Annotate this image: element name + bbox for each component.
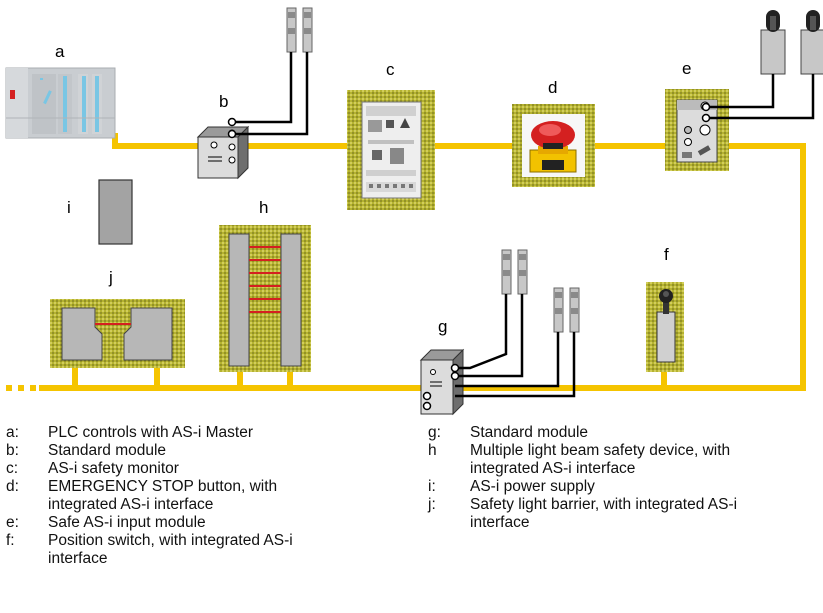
light-barrier-j (50, 299, 185, 368)
legend-left-column: a: PLC controls with AS-i Master b: Stan… (6, 424, 406, 568)
legend-key: h (428, 442, 437, 459)
label-d: d (548, 78, 557, 97)
legend-text: Standard module (470, 424, 589, 441)
sensors-b (227, 7, 313, 139)
legend-entry: c: AS-i safety monitor (6, 460, 406, 478)
safety-monitor-c (347, 90, 435, 210)
safe-input-module-e (665, 89, 729, 171)
legend-text: Safety light barrier, with integrated AS… (470, 496, 738, 531)
legend-text: Position switch, with integrated AS-i in… (48, 532, 293, 567)
legend-key: b: (6, 442, 19, 459)
legend-text: Standard module (48, 442, 167, 459)
emergency-stop-d (512, 104, 595, 187)
label-g: g (438, 317, 447, 336)
legend-key: j: (428, 496, 436, 513)
legend-key: c: (6, 460, 19, 477)
legend-entry: i: AS-i power supply (428, 478, 818, 496)
legend-right-column: g: Standard module h Multiple light beam… (428, 424, 818, 532)
legend-entry: g: Standard module (428, 424, 818, 442)
label-i: i (67, 198, 71, 217)
light-beam-device-h (219, 225, 311, 372)
power-supply-i (98, 179, 133, 245)
legend-entry: a: PLC controls with AS-i Master (6, 424, 406, 442)
position-switch-f (646, 282, 684, 372)
legend-entry: j: Safety light barrier, with integrated… (428, 496, 818, 532)
legend-key: e: (6, 514, 19, 531)
legend-entry: h Multiple light beam safety device, wit… (428, 442, 818, 478)
legend-text: AS-i safety monitor (48, 460, 179, 477)
legend-text: PLC controls with AS-i Master (48, 424, 254, 441)
label-h: h (259, 198, 268, 217)
legend-entry: b: Standard module (6, 442, 406, 460)
legend-entry: d: EMERGENCY STOP button, with integrate… (6, 478, 406, 514)
label-a: a (55, 42, 65, 61)
legend-key: d: (6, 478, 19, 495)
legend-text: Safe AS-i input module (48, 514, 206, 531)
label-c: c (386, 60, 395, 79)
label-f: f (664, 245, 669, 264)
legend-text: EMERGENCY STOP button, with integrated A… (48, 478, 278, 513)
label-j: j (108, 268, 113, 287)
label-b: b (219, 92, 228, 111)
legend-text: Multiple light beam safety device, with … (470, 442, 731, 477)
legend-text: AS-i power supply (470, 478, 595, 495)
sensors-e (701, 10, 823, 123)
legend-key: g: (428, 424, 441, 441)
standard-module-b (196, 125, 250, 180)
legend-key: f: (6, 532, 15, 549)
legend-entry: f: Position switch, with integrated AS-i… (6, 532, 406, 568)
label-e: e (682, 59, 691, 78)
legend: a: PLC controls with AS-i Master b: Stan… (0, 424, 823, 613)
plc-controller (5, 67, 116, 139)
legend-entry: e: Safe AS-i input module (6, 514, 406, 532)
legend-key: i: (428, 478, 436, 495)
as-i-network-diagram: a b (5, 7, 823, 416)
legend-key: a: (6, 424, 19, 441)
sensors-g (422, 249, 580, 411)
